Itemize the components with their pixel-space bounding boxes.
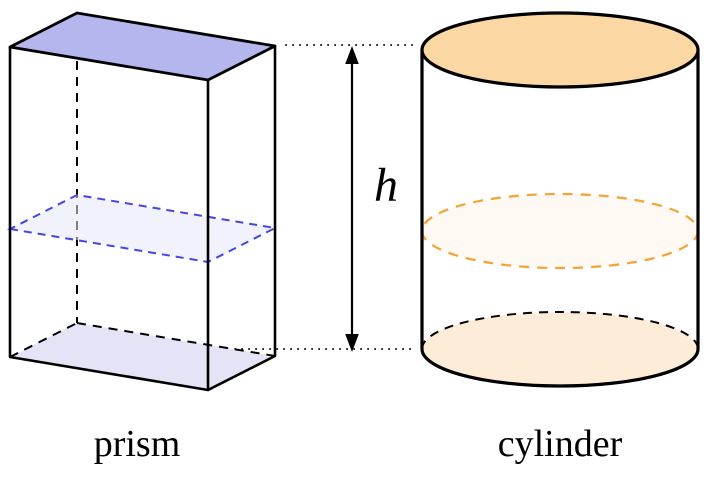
height-arrowhead-up — [345, 46, 359, 64]
prism-hidden-edges — [9, 13, 276, 358]
cylinder — [420, 11, 700, 388]
height-arrow: h — [345, 46, 398, 352]
cylinder-bottom-face — [422, 312, 698, 386]
cylinder-bottom-back-edge — [421, 311, 699, 350]
prism-cross-section — [6, 193, 279, 264]
cylinder-label: cylinder — [498, 423, 623, 465]
cylinder-cross-section — [420, 192, 700, 270]
prism — [6, 11, 279, 392]
cylinder-top-face — [420, 11, 700, 89]
cylinder-bottom-front-edge — [420, 348, 700, 388]
prism-top-face — [8, 11, 277, 82]
prism-label: prism — [94, 423, 181, 465]
height-label: h — [374, 159, 398, 212]
height-arrowhead-down — [345, 334, 359, 352]
cylinder-side-edges — [420, 50, 700, 349]
prism-solid-edges — [8, 44, 277, 392]
